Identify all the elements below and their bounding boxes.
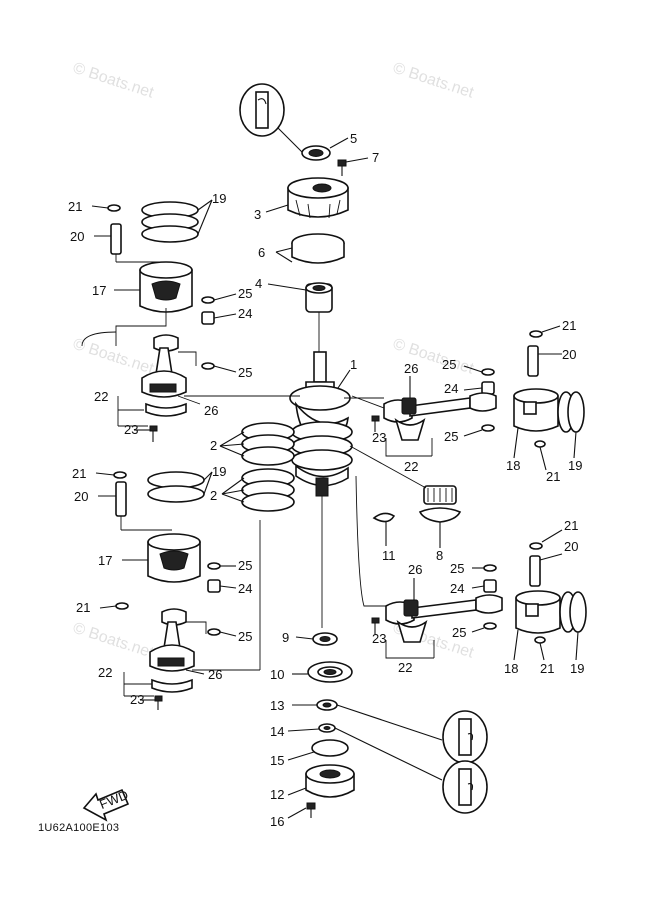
callout-22c: 22 — [404, 459, 418, 474]
callout-25f: 25 — [444, 429, 458, 444]
callout-11: 11 — [382, 548, 396, 563]
callout-23b: 23 — [130, 692, 144, 707]
callout-17a: 17 — [92, 283, 106, 298]
watermark: © Boats.net — [391, 60, 477, 102]
part-14 — [287, 723, 443, 781]
callout-13: 13 — [270, 698, 284, 713]
callout-21a: 21 — [68, 199, 82, 214]
callout-23d: 23 — [372, 631, 386, 646]
callout-3: 3 — [254, 207, 261, 222]
callout-26c: 26 — [404, 361, 418, 376]
fwd-arrow-icon: FWD — [82, 787, 130, 822]
callout-21e: 21 — [546, 469, 560, 484]
callout-21c: 21 — [76, 600, 90, 615]
callout-23c: 23 — [372, 430, 386, 445]
part-seal-9 — [295, 632, 338, 646]
callout-21g: 21 — [540, 661, 554, 676]
watermark: © Boats.net — [71, 336, 157, 378]
part-bearing-8 — [349, 445, 462, 548]
callout-26d: 26 — [408, 562, 422, 577]
callout-20b: 20 — [74, 489, 88, 504]
watermark: © Boats.net — [71, 620, 157, 662]
part-bearing-10 — [292, 661, 353, 683]
callout-18b: 18 — [504, 661, 518, 676]
callout-24b: 24 — [238, 581, 252, 596]
callout-16: 16 — [270, 814, 284, 829]
callout-25g: 25 — [450, 561, 464, 576]
callout-24d: 24 — [450, 581, 464, 596]
detail-bubble-bottom-2 — [442, 760, 488, 814]
callout-25b: 25 — [238, 365, 252, 380]
callout-2a: 2 — [210, 438, 217, 453]
callout-6: 6 — [258, 245, 265, 260]
callout-22a: 22 — [94, 389, 108, 404]
callout-25c: 25 — [238, 558, 252, 573]
right-lower-assembly — [355, 475, 587, 661]
callout-9: 9 — [282, 630, 289, 645]
diagram-code: 1U62A100E103 — [38, 822, 120, 834]
callout-22d: 22 — [398, 660, 412, 675]
callout-20c: 20 — [562, 347, 576, 362]
callout-labels: 5 7 3 6 4 1 2 2 8 11 9 10 13 14 15 12 16… — [68, 131, 584, 829]
callout-25d: 25 — [238, 629, 252, 644]
callout-4: 4 — [255, 276, 262, 291]
callout-12: 12 — [270, 787, 284, 802]
callout-25e: 25 — [442, 357, 456, 372]
callout-10: 10 — [270, 667, 284, 682]
callout-26a: 26 — [204, 403, 218, 418]
left-lower-assembly — [95, 471, 261, 710]
callout-8: 8 — [436, 548, 443, 563]
callout-22b: 22 — [98, 665, 112, 680]
callout-26b: 26 — [208, 667, 222, 682]
callout-24c: 24 — [444, 381, 458, 396]
callout-19d: 19 — [570, 661, 584, 676]
callout-19c: 19 — [568, 458, 582, 473]
callout-19b: 19 — [212, 464, 226, 479]
callout-1: 1 — [350, 357, 357, 372]
part-bolt-7 — [337, 157, 369, 176]
part-bolt-16 — [287, 802, 316, 819]
callout-5: 5 — [350, 131, 357, 146]
part-bearing-housing-3 — [265, 177, 349, 219]
callout-14: 14 — [270, 724, 284, 739]
part-bearing-4 — [267, 282, 333, 313]
part-oil-seal-5 — [301, 137, 349, 161]
detail-bubble-top — [239, 83, 303, 153]
part-gasket-15 — [287, 739, 349, 761]
callout-17b: 17 — [98, 553, 112, 568]
callout-19a: 19 — [212, 191, 226, 206]
detail-bubble-bottom-1 — [442, 710, 488, 764]
part-crankshaft-1 — [289, 351, 353, 497]
part-housing-12 — [287, 764, 355, 798]
callout-2b: 2 — [210, 488, 217, 503]
callout-21f: 21 — [564, 518, 578, 533]
callout-21d: 21 — [562, 318, 576, 333]
callout-25a: 25 — [238, 286, 252, 301]
part-13 — [292, 699, 443, 741]
callout-7: 7 — [372, 150, 379, 165]
left-upper-assembly — [81, 199, 300, 442]
right-upper-assembly — [344, 325, 585, 471]
callout-20d: 20 — [564, 539, 578, 554]
callout-18a: 18 — [506, 458, 520, 473]
part-clip-11 — [372, 512, 396, 546]
callout-21b: 21 — [72, 466, 86, 481]
callout-15: 15 — [270, 753, 284, 768]
watermark: © Boats.net — [71, 60, 157, 102]
callout-24a: 24 — [238, 306, 252, 321]
part-piston-rings-2 — [219, 422, 295, 512]
callout-20a: 20 — [70, 229, 84, 244]
callout-25h: 25 — [452, 625, 466, 640]
callout-23a: 23 — [124, 422, 138, 437]
part-ring-6 — [275, 233, 345, 264]
